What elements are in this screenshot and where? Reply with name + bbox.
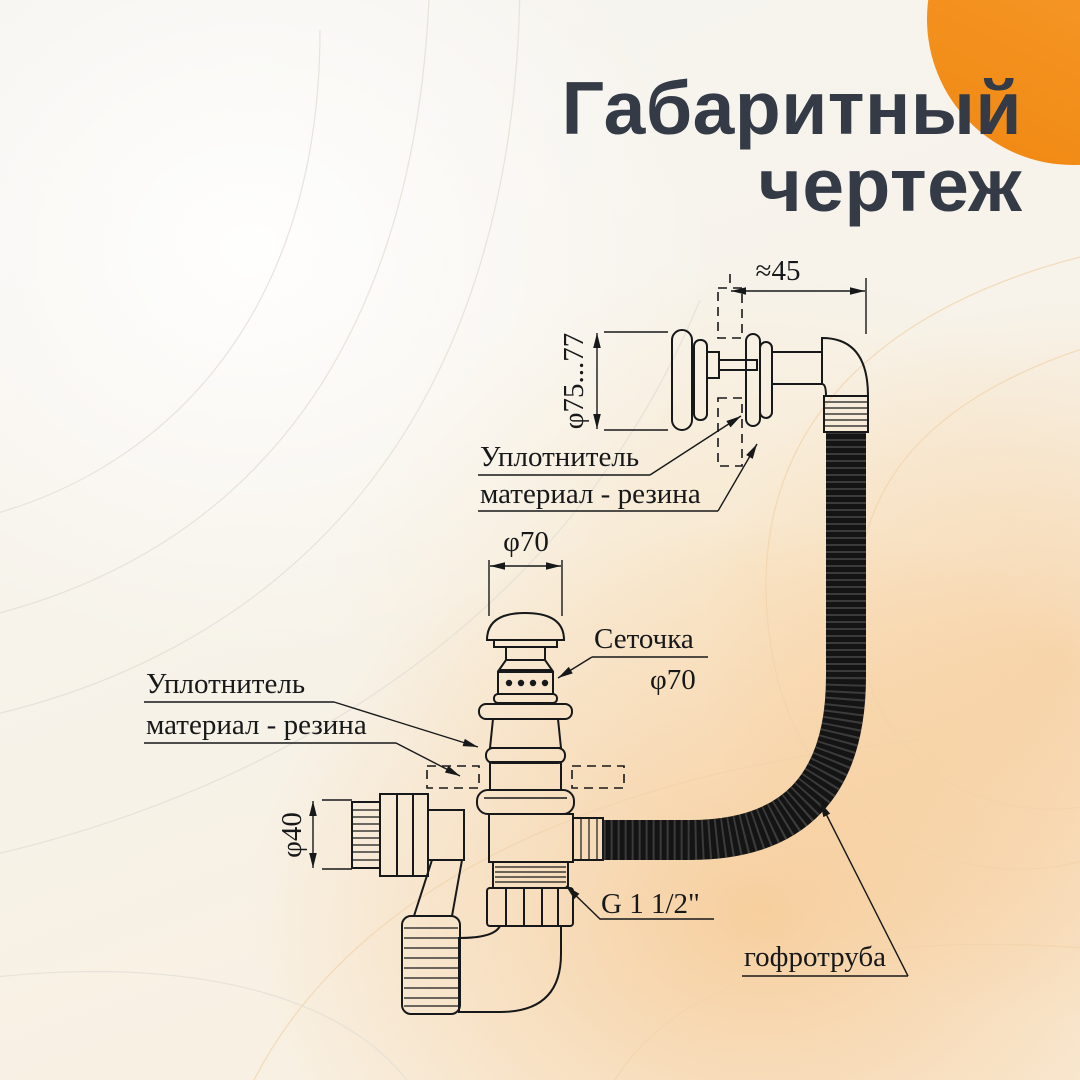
elbow-collar — [823, 395, 869, 433]
drain-body — [488, 718, 563, 749]
drain-body-through-wall — [489, 761, 562, 791]
strainer — [493, 671, 558, 704]
tub-bottom-dashed — [571, 765, 625, 789]
tub-wall-dashed — [717, 397, 743, 467]
overflow-seal-text-2: материал - резина — [480, 478, 701, 510]
union-nut — [486, 887, 574, 927]
tee-side-spigot — [572, 817, 604, 861]
pipe-label-text: гофротруба — [744, 941, 886, 973]
drain-lower-flange — [476, 789, 575, 815]
title-line-2: чертеж — [758, 143, 1022, 228]
dim-cap-text: φ70 — [503, 526, 549, 558]
overflow-cover-inner — [693, 339, 708, 421]
drain-cap-stem — [505, 646, 546, 661]
corrugated-pipe — [604, 432, 866, 860]
drain-cap-flare — [497, 659, 554, 671]
overflow-flange-inner — [759, 341, 773, 419]
siphon-ridged-nut — [401, 915, 461, 1015]
tub-bottom-dashed — [426, 765, 480, 789]
dimension-cap-diameter: φ70 — [488, 526, 563, 616]
overflow-seal-label: Уплотнитель материал - резина — [478, 415, 758, 512]
tub-wall-dashed — [717, 287, 743, 339]
dimension-overflow-face: φ75...77 — [558, 331, 668, 431]
drain-body-flange-bottom — [485, 747, 566, 764]
screw-head — [706, 351, 720, 379]
strainer-label: Сеточка φ70 — [557, 623, 708, 696]
dimension-outlet-diameter: φ40 — [276, 799, 352, 870]
strainer-diameter-text: φ70 — [650, 664, 696, 696]
siphon-elbow — [458, 925, 562, 1013]
dim-overflow-face-text: φ75...77 — [558, 333, 590, 430]
drain-assembly: φ70 — [426, 526, 625, 889]
drain-seal-text-2: материал - резина — [146, 709, 367, 741]
siphon-assembly — [351, 793, 574, 1015]
overflow-cover — [671, 329, 693, 431]
dim-outlet-text: φ40 — [276, 812, 308, 858]
overflow-assembly — [671, 287, 870, 467]
drain-cap-dome — [485, 611, 566, 641]
outlet-cone — [412, 859, 464, 917]
thread-label-text: G 1 1/2" — [601, 888, 700, 920]
tee-thread — [492, 861, 569, 889]
title-line-1: Габаритный — [561, 66, 1022, 150]
outlet-corrugated-ring — [351, 801, 381, 869]
page-title: Габаритный чертеж — [561, 66, 1022, 228]
screw-shaft — [718, 359, 758, 371]
overflow-neck — [771, 351, 823, 385]
outlet-hex-nut — [379, 793, 429, 877]
elbow-collar-ridges — [825, 401, 867, 427]
drain-seal-text-1: Уплотнитель — [146, 668, 305, 700]
drain-tee — [488, 813, 574, 863]
drain-body-flange-top — [478, 703, 573, 720]
drain-seal-label: Уплотнитель материал - резина — [144, 668, 479, 777]
dimension-overflow-offset: ≈45 — [729, 255, 867, 334]
overflow-flange — [745, 333, 761, 427]
pipe-label: гофротруба — [742, 801, 909, 977]
outlet-stub — [427, 809, 465, 861]
drain-cap-lip — [493, 639, 558, 648]
overflow-elbow — [821, 336, 870, 397]
overflow-seal-text-1: Уплотнитель — [480, 441, 639, 473]
strainer-label-text: Сеточка — [594, 623, 694, 655]
thread-label: G 1 1/2" — [565, 885, 714, 920]
dim-overflow-offset-text: ≈45 — [756, 255, 801, 287]
